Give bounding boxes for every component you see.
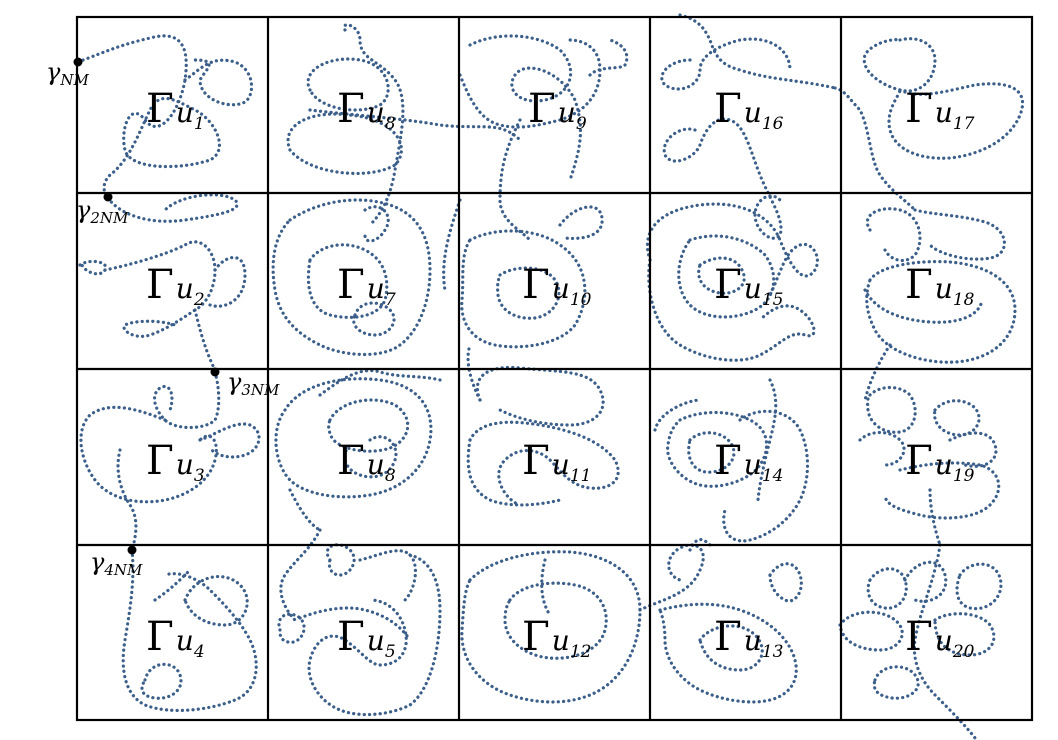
cell-label-u11: Γu11 (522, 438, 591, 486)
cell-label-u14: Γu14 (714, 438, 783, 486)
cell-label-u7: Γu7 (337, 262, 396, 310)
cell-label-u20: Γu20 (905, 614, 975, 662)
cell-label-u10: Γu10 (522, 262, 592, 310)
start-points: γNM γ2NM γ3NM γ4NM (46, 57, 280, 579)
cell-label-u9: Γu9 (528, 86, 587, 134)
start-point-4nm-label: γ4NM (90, 548, 143, 579)
cell-label-u8-top: Γu8 (337, 86, 396, 134)
cell-label-u8-bottom: Γu8 (337, 438, 396, 486)
start-point-2nm-dot (103, 192, 113, 202)
cell-label-u19: Γu19 (905, 438, 975, 486)
start-point-3nm-label: γ3NM (227, 368, 280, 399)
start-point-4nm-dot (127, 545, 137, 555)
cell-label-u3: Γu3 (146, 438, 205, 486)
cell-label-u17: Γu17 (905, 86, 975, 134)
cell-label-u15: Γu15 (714, 262, 783, 310)
cell-label-u12: Γu12 (522, 614, 591, 662)
start-point-nm-label: γNM (46, 58, 89, 89)
cell-label-u5: Γu5 (337, 614, 396, 662)
cell-label-u13: Γu13 (714, 614, 783, 662)
start-point-nm-dot (73, 57, 83, 67)
start-point-2nm-label: γ2NM (76, 196, 129, 227)
cell-label-u18: Γu18 (905, 262, 975, 310)
cell-label-u4: Γu4 (146, 614, 205, 662)
start-point-3nm-dot (210, 367, 220, 377)
trajectory-path (76, 13, 1025, 740)
cell-label-u1: Γu1 (146, 86, 205, 134)
cell-label-u2: Γu2 (146, 262, 205, 310)
cell-labels: Γu1 Γu8 Γu9 Γu16 Γu17 Γu2 Γu7 Γu10 Γu15 … (146, 86, 975, 662)
cell-label-u16: Γu16 (714, 86, 784, 134)
grid (75, 15, 1034, 722)
